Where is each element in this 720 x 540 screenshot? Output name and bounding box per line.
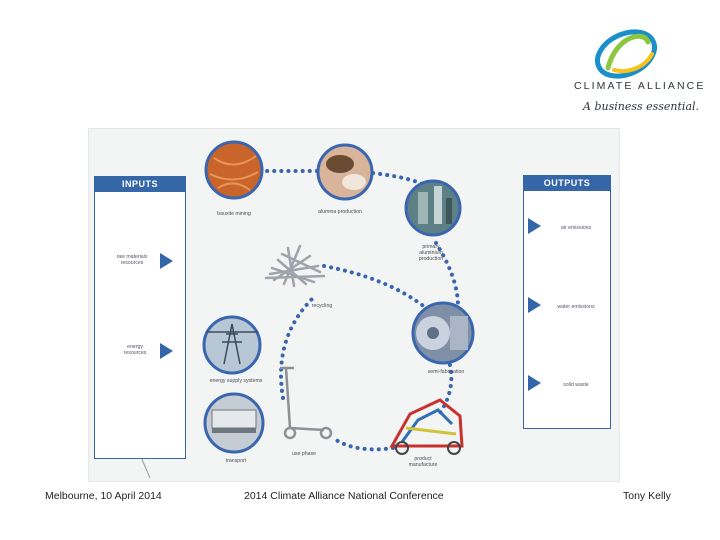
product-manufacture-image	[389, 398, 464, 455]
input-raw-materials-arrow-icon	[160, 253, 173, 269]
output-solid-waste-label: solid waste	[563, 382, 589, 388]
lifecycle-diagram	[131, 140, 475, 479]
climate-alliance-logo-icon	[595, 29, 657, 79]
inputs-panel: INPUTS	[94, 176, 186, 459]
output-water-label: water emissions	[557, 304, 595, 310]
stage-product-manufacture: product manufacture	[408, 456, 438, 468]
outputs-title: OUTPUTS	[524, 176, 610, 191]
stage-recycling: recycling	[311, 303, 333, 309]
output-water-arrow-icon	[528, 297, 541, 313]
stage-primary-aluminium: primary aluminium production	[418, 244, 444, 262]
logo-tagline: A business essential.	[583, 100, 700, 113]
footer-conference: 2014 Climate Alliance National Conferenc…	[244, 490, 444, 502]
output-air-arrow-icon	[528, 218, 541, 234]
recycling-scrap-image	[264, 244, 326, 288]
bauxite-mining-image	[204, 140, 264, 200]
stage-semi-fabrication: semi-fabrication	[427, 369, 465, 375]
stage-energy-supply: energy supply systems	[209, 378, 263, 384]
stage-bauxite-mining: bauxite mining	[217, 211, 251, 217]
stage-alumina-production: alumina production	[318, 209, 362, 215]
stage-use-phase: use phase	[292, 451, 316, 457]
footer-presenter: Tony Kelly	[623, 490, 671, 502]
scooter-icon	[280, 366, 333, 440]
stage-transport: transport	[225, 458, 247, 464]
inputs-title: INPUTS	[95, 177, 185, 192]
output-air-label: air emissions	[560, 225, 592, 231]
input-raw-materials-label: raw materials resources	[116, 254, 148, 266]
footer-location-date: Melbourne, 10 April 2014	[45, 490, 162, 502]
logo-name: CLIMATE ALLIANCE	[574, 80, 706, 92]
energy-supply-image	[202, 315, 262, 375]
output-solid-waste-arrow-icon	[528, 375, 541, 391]
input-energy-label: energy resources	[123, 344, 147, 356]
input-energy-arrow-icon	[160, 343, 173, 359]
